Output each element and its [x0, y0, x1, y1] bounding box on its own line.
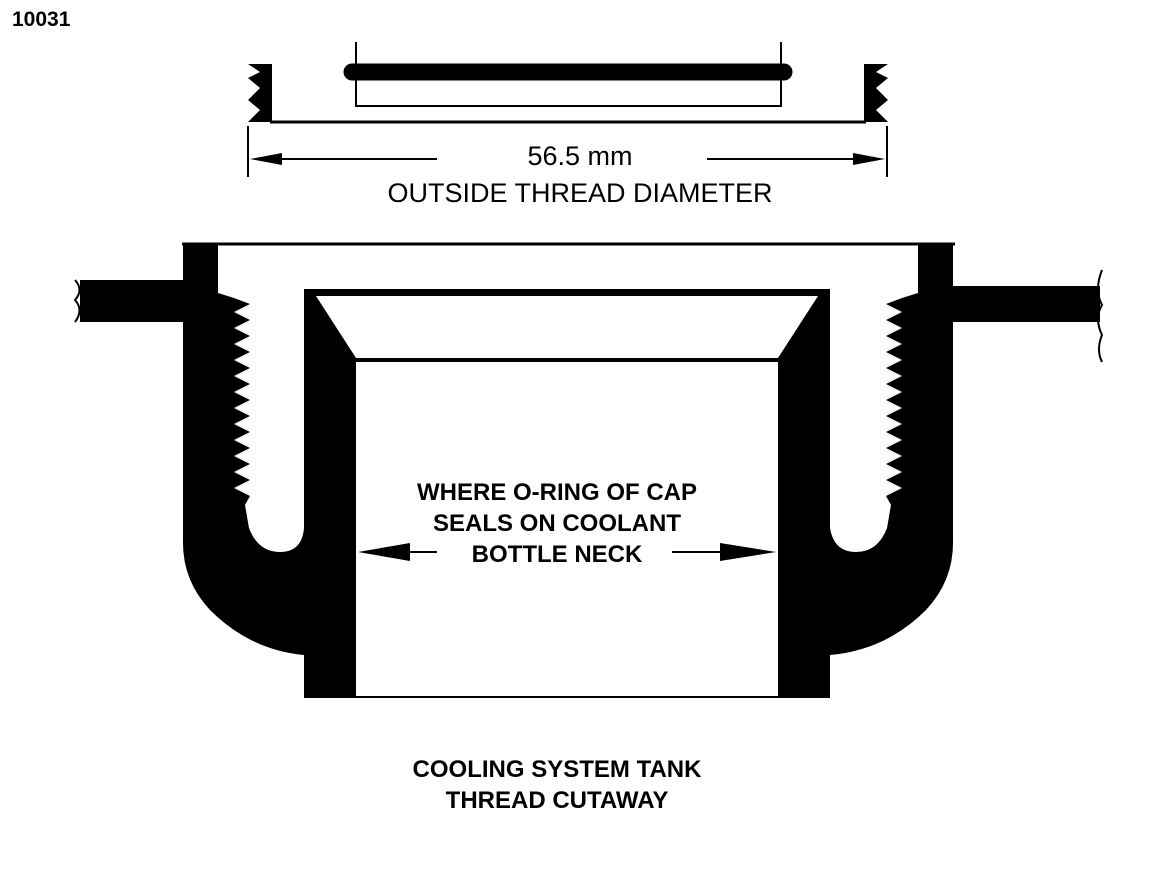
seal-note-line-2: SEALS ON COOLANT: [433, 510, 681, 537]
dimension-value: 56.5 mm: [527, 141, 632, 171]
left-flange-break: [73, 279, 81, 323]
dimension-right-arrowhead: [853, 153, 885, 165]
bottle-neck-bore: [356, 362, 778, 696]
title-line-2: THREAD CUTAWAY: [446, 787, 669, 814]
left-thread-wall: [80, 244, 304, 655]
seal-arrows: [358, 543, 776, 561]
right-flange-break: [1097, 269, 1104, 363]
dimension-caption: OUTSIDE THREAD DIAMETER: [387, 178, 772, 208]
seal-note-line-1: WHERE O-RING OF CAP: [417, 479, 697, 506]
dimension-left-arrowhead: [250, 153, 282, 165]
bottle-neck-chamfer: [316, 296, 818, 358]
tank-neck-cutaway: [73, 242, 1104, 698]
title-line-1: COOLING SYSTEM TANK: [413, 756, 703, 783]
dimension-line: [247, 126, 888, 177]
cap-profile: [248, 42, 888, 124]
seal-left-arrowhead: [358, 543, 410, 561]
figure-id: 10031: [12, 8, 71, 31]
seal-note-line-3: BOTTLE NECK: [472, 541, 643, 568]
cap-left-threads: [248, 64, 272, 122]
seal-right-arrowhead: [720, 543, 776, 561]
right-thread-wall: [830, 244, 1100, 655]
cap-right-threads: [864, 64, 888, 122]
